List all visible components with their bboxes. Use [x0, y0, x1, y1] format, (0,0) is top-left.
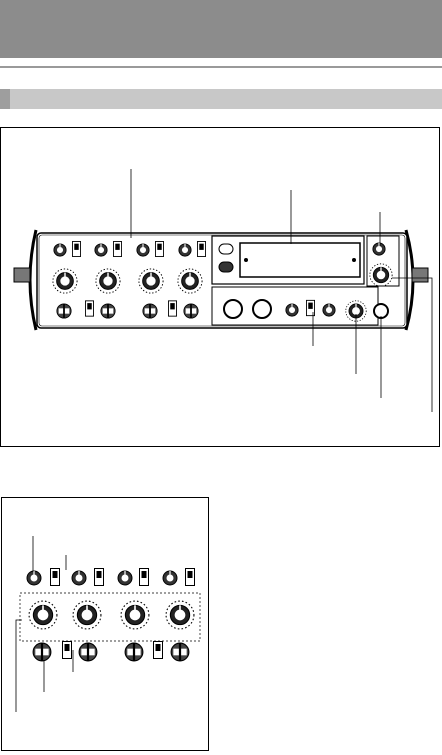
headphone-jack-2	[253, 300, 271, 318]
detail-bottom-row	[33, 642, 189, 661]
front-panel	[14, 169, 432, 412]
detail-top-row	[27, 569, 195, 586]
detail-big-knobs	[29, 601, 194, 629]
headphone-jack-1	[224, 300, 242, 318]
lcd-display	[240, 243, 360, 277]
detail-panel	[16, 536, 200, 712]
